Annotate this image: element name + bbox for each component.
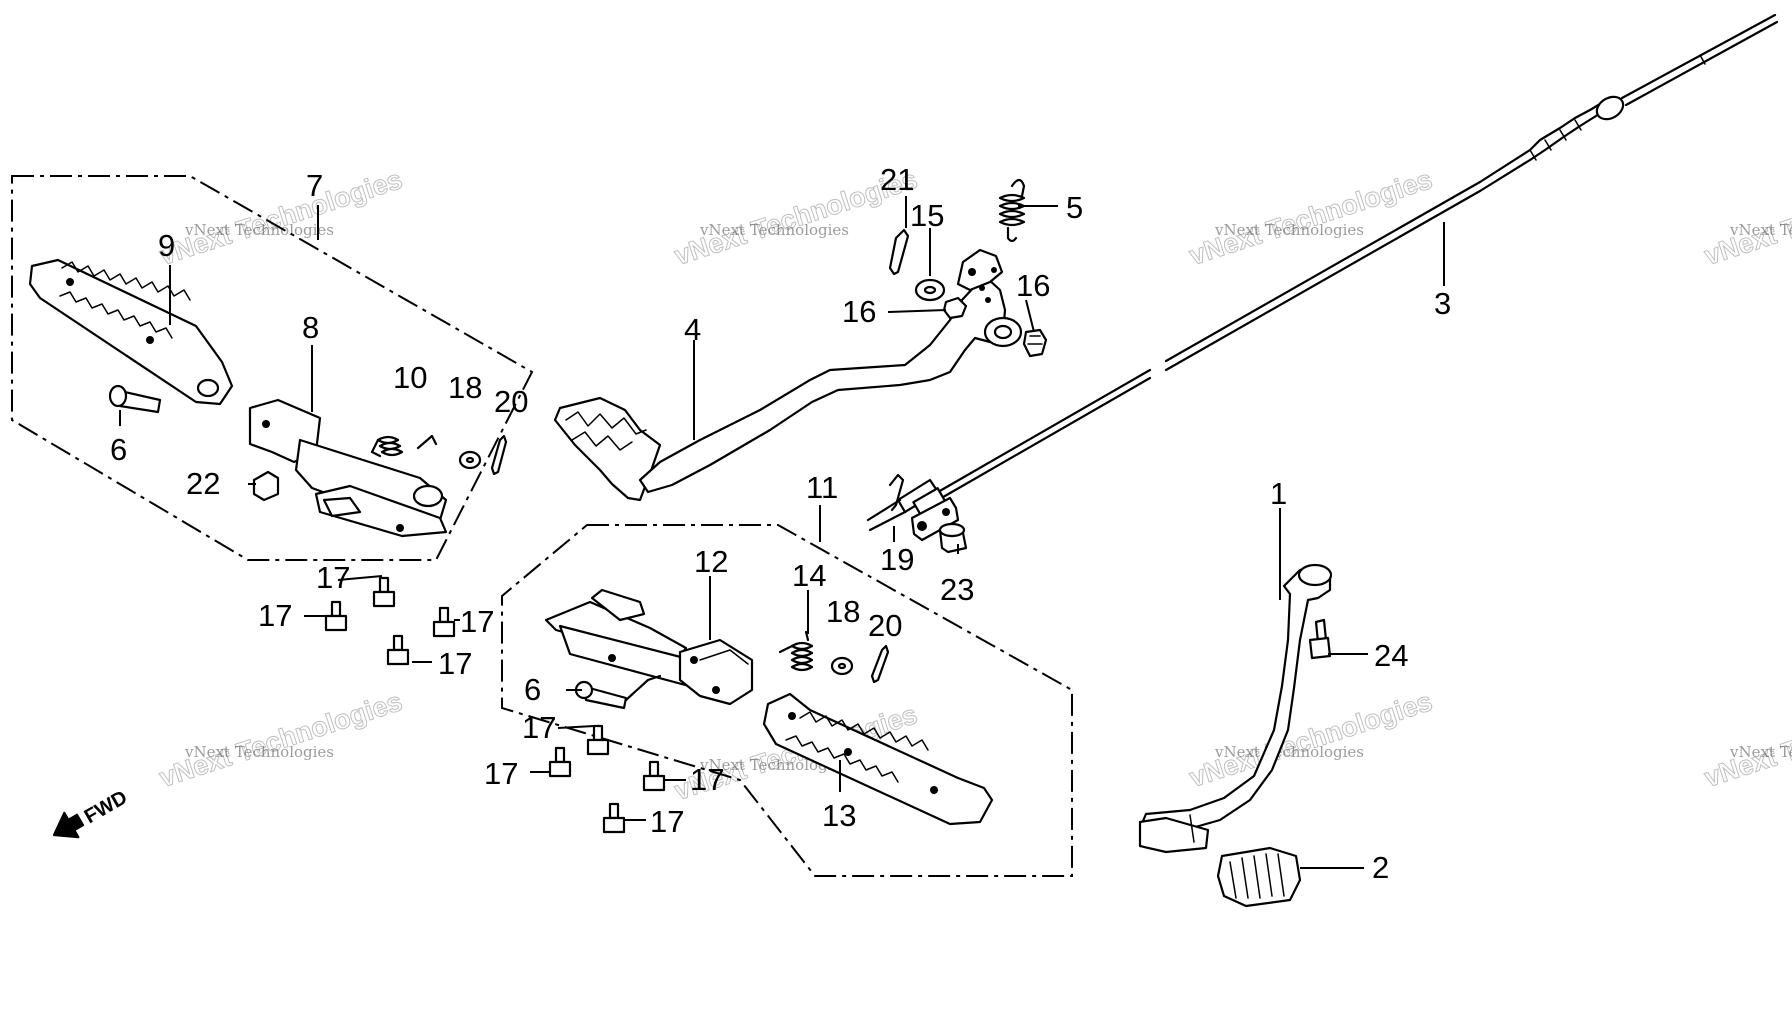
watermark: vNext Technologies vNext Technologies <box>1700 164 1792 272</box>
callout-5: 5 <box>1066 190 1083 225</box>
cotter-pin-21 <box>888 228 910 276</box>
fwd-label: FWD <box>81 786 131 828</box>
callout-20b: 20 <box>868 608 902 643</box>
watermark: vNext Technologies vNext Technologies <box>1185 164 1436 272</box>
bolt-17-f <box>548 746 572 778</box>
right-footpeg-assembly-boundary <box>501 524 1073 877</box>
forward-direction-arrow: FWD <box>52 786 131 839</box>
watermark-big: vNext Technologies <box>1186 686 1436 793</box>
clevis-pin-23 <box>938 522 968 554</box>
watermark-small: vNext Technologies <box>1729 221 1792 239</box>
watermark: vNext Technologies vNext Technologies <box>155 686 406 794</box>
callout-17f: 17 <box>484 756 518 791</box>
bolt-17-d <box>386 634 410 666</box>
cotter-pin-19 <box>888 473 905 512</box>
nut-16b <box>1022 328 1048 358</box>
cap-22 <box>252 470 280 502</box>
washer-18b <box>830 656 854 676</box>
cotter-pin-20a <box>490 434 508 476</box>
callout-17g: 17 <box>690 762 724 797</box>
bolt-17-a <box>372 576 396 608</box>
callout-15: 15 <box>910 198 944 233</box>
callout-20a: 20 <box>494 384 528 419</box>
callout-1: 1 <box>1270 476 1287 511</box>
callout-17e: 17 <box>522 710 556 745</box>
watermark: vNext Technologies vNext Technologies <box>1185 686 1436 794</box>
bolt-24 <box>1308 618 1332 660</box>
cable-clevis <box>910 496 960 542</box>
watermark-small: vNext Technologies <box>1214 221 1364 239</box>
callout-18a: 18 <box>448 370 482 405</box>
callout-8: 8 <box>302 310 319 345</box>
watermark-small: vNext Technologies <box>1729 743 1792 761</box>
callout-6a: 6 <box>110 432 127 467</box>
bolt-17-h <box>602 802 626 834</box>
watermark-small: vNext Technologies <box>184 221 334 239</box>
callout-labels: 7 9 8 10 18 20 6 22 4 21 15 5 16 16 3 11… <box>110 162 1451 885</box>
right-footpeg-13 <box>762 692 994 826</box>
left-footpeg-bracket-8 <box>248 398 448 538</box>
callout-10: 10 <box>393 360 427 395</box>
washer-18a <box>458 450 482 470</box>
callout-6b: 6 <box>524 672 541 707</box>
callout-4: 4 <box>684 312 701 347</box>
callout-11: 11 <box>806 470 838 505</box>
watermark: vNext Technologies vNext Technologies <box>155 164 406 272</box>
callout-21: 21 <box>880 162 914 197</box>
callout-24: 24 <box>1374 638 1408 673</box>
brake-cable <box>866 13 1779 532</box>
spring-14 <box>778 630 814 672</box>
watermark-small: vNext Technologies <box>184 743 334 761</box>
callout-16b: 16 <box>1016 268 1050 303</box>
spring-10 <box>370 434 438 458</box>
watermark-big: vNext Technologies <box>1186 164 1436 271</box>
callout-17h: 17 <box>650 804 684 839</box>
callout-18b: 18 <box>826 594 860 629</box>
shift-lever <box>1138 563 1333 854</box>
watermark-small: vNext Technologies <box>699 221 849 239</box>
callout-lines <box>119 196 1445 869</box>
callout-9: 9 <box>158 228 175 263</box>
return-spring-5 <box>998 178 1026 243</box>
left-footpeg-assembly-boundary <box>11 175 534 561</box>
watermark-big: vNext Technologies <box>156 686 406 793</box>
watermark-small: vNext Technologies <box>1214 743 1364 761</box>
callout-12: 12 <box>694 544 728 579</box>
brake-pedal <box>553 248 1023 502</box>
callout-19: 19 <box>880 542 914 577</box>
left-footpeg-9 <box>28 258 234 406</box>
callout-17a: 17 <box>316 560 350 595</box>
cotter-pin-20b <box>870 644 890 684</box>
washer-15 <box>914 278 946 302</box>
bolt-17-c <box>432 606 456 638</box>
watermark-big: vNext Technologies <box>1701 164 1792 271</box>
bolt-17-g <box>642 760 666 792</box>
callout-2: 2 <box>1372 850 1389 885</box>
callout-3: 3 <box>1434 286 1451 321</box>
bolt-17-b <box>324 600 348 632</box>
pin-6b <box>574 674 662 710</box>
callout-17d: 17 <box>438 646 472 681</box>
bolt-17-e <box>586 724 610 756</box>
pin-6a <box>108 384 162 414</box>
callout-23: 23 <box>940 572 974 607</box>
callout-22: 22 <box>186 466 220 501</box>
right-footpeg-bracket-12 <box>544 588 754 706</box>
watermark-big: vNext Technologies <box>156 164 406 271</box>
shift-rubber-2 <box>1216 846 1302 908</box>
callout-17c: 17 <box>460 604 494 639</box>
callout-13: 13 <box>822 798 856 833</box>
watermark: vNext Technologies vNext Technologies <box>1700 686 1792 794</box>
callout-7: 7 <box>306 168 323 203</box>
callout-16a: 16 <box>842 294 876 329</box>
callout-17b: 17 <box>258 598 292 633</box>
watermark-big: vNext Technologies <box>1701 686 1792 793</box>
callout-14: 14 <box>792 558 826 593</box>
